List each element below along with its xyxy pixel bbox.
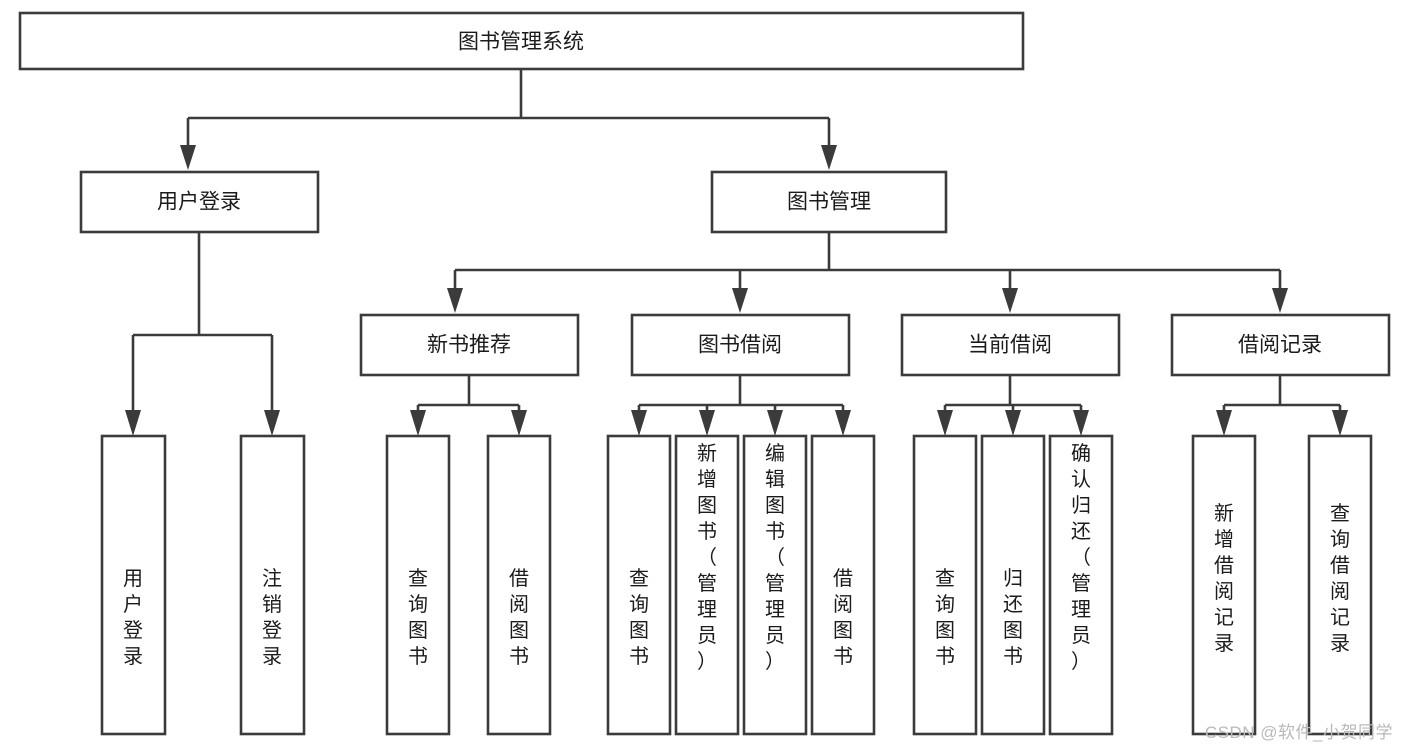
leaf-add-record-box[interactable] [1191,434,1257,736]
book-borrow-label: 图书借阅 [698,334,782,357]
arrow-user-login [180,145,196,170]
leaf-query-book-2-box[interactable] [606,434,672,736]
leaf-query-book-3-box[interactable] [912,434,978,736]
node-leaf-edit-book[interactable]: 编辑图书（管理员） [742,434,808,736]
node-leaf-borrow-book-1[interactable]: 借阅图书 [486,434,552,736]
arrow-leaf-query-book-3 [937,410,953,436]
node-leaf-add-book[interactable]: 新增图书（管理员） [674,434,740,736]
leaf-borrow-book-2-box[interactable] [810,434,876,736]
arrow-leaf-user-logout [264,410,280,436]
leaf-query-book-1-box[interactable] [385,434,451,736]
node-leaf-user-logout[interactable]: 注销登录 [239,434,306,736]
arrow-leaf-add-record [1216,410,1232,436]
node-leaf-query-record[interactable]: 查询借阅记录 [1307,434,1373,736]
arrow-leaf-add-book [699,410,715,436]
leaf-query-record-box[interactable] [1307,434,1373,736]
arrow-leaf-confirm-return [1073,410,1089,436]
leaf-add-record-label: 新增借阅记录 [1214,502,1234,655]
borrow-record-box[interactable] [1170,313,1391,377]
arrow-leaf-query-book-1 [410,410,426,436]
leaf-user-logout-label: 注销登录 [262,567,282,668]
node-leaf-query-book-1[interactable]: 查询图书 [385,434,451,736]
node-root-book-management-system[interactable]: 图书管理系统 [18,11,1025,71]
edge-group [125,69,1348,436]
leaf-query-book-1-label: 查询图书 [408,567,428,668]
current-borrow-box[interactable] [900,313,1121,377]
book-management-label: 图书管理 [787,191,871,214]
node-borrow-record[interactable]: 借阅记录 [1170,313,1391,377]
leaf-user-login-box[interactable] [100,434,167,736]
root-label: 图书管理系统 [458,31,584,54]
leaf-query-book-3-label: 查询图书 [935,567,955,668]
leaf-query-book-2-label: 查询图书 [629,567,649,668]
borrow-record-label: 借阅记录 [1238,334,1322,357]
leaf-borrow-book-1-label: 借阅图书 [509,567,529,668]
arrow-leaf-borrow-book-1 [511,410,527,436]
node-user-login[interactable]: 用户登录 [79,170,320,234]
node-current-borrow[interactable]: 当前借阅 [900,313,1121,377]
arrow-leaf-borrow-book-2 [835,410,851,436]
arrow-leaf-query-book-2 [631,410,647,436]
arrow-leaf-query-record [1332,410,1348,436]
arrow-borrow-record [1272,288,1288,313]
leaf-confirm-return-label: 确认归还（管理员） [1071,442,1091,673]
arrow-current-borrow [1002,288,1018,313]
user-login-label: 用户登录 [157,191,241,214]
node-leaf-confirm-return[interactable]: 确认归还（管理员） [1048,434,1114,736]
leaf-user-login-label: 用户登录 [123,568,143,668]
root-box[interactable] [18,11,1025,71]
node-leaf-user-login[interactable]: 用户登录 [100,434,167,736]
current-borrow-label: 当前借阅 [968,334,1052,357]
node-new-book-recommend[interactable]: 新书推荐 [359,313,580,377]
arrow-leaf-user-login [125,410,141,436]
leaf-add-book-box[interactable] [674,434,740,736]
leaf-return-book-label: 归还图书 [1003,567,1023,668]
node-leaf-query-book-2[interactable]: 查询图书 [606,434,672,736]
leaf-add-book-label: 新增图书（管理员） [697,442,717,673]
leaf-query-record-label: 查询借阅记录 [1330,502,1350,655]
node-book-management[interactable]: 图书管理 [710,170,948,234]
user-login-box[interactable] [79,170,320,234]
leaf-borrow-book-2-label: 借阅图书 [833,567,853,668]
node-leaf-add-record[interactable]: 新增借阅记录 [1191,434,1257,736]
arrow-new-book-recommend [447,288,463,313]
new-book-recommend-box[interactable] [359,313,580,377]
book-management-box[interactable] [710,170,948,234]
arrow-leaf-return-book [1005,410,1021,436]
arrow-book-management [821,145,837,170]
node-book-borrow[interactable]: 图书借阅 [630,313,851,377]
arrow-book-borrow [732,288,748,313]
node-leaf-return-book[interactable]: 归还图书 [980,434,1046,736]
leaf-confirm-return-box[interactable] [1048,434,1114,736]
leaf-borrow-book-1-box[interactable] [486,434,552,736]
book-borrow-box[interactable] [630,313,851,377]
leaf-edit-book-box[interactable] [742,434,808,736]
node-leaf-borrow-book-2[interactable]: 借阅图书 [810,434,876,736]
leaf-edit-book-label: 编辑图书（管理员） [765,442,785,673]
arrow-leaf-edit-book [767,410,783,436]
leaf-user-logout-box[interactable] [239,434,306,736]
node-leaf-query-book-3[interactable]: 查询图书 [912,434,978,736]
new-book-recommend-label: 新书推荐 [427,334,511,357]
leaf-return-book-box[interactable] [980,434,1046,736]
csdn-watermark: CSDN @软件_小贺同学 [1204,723,1393,742]
